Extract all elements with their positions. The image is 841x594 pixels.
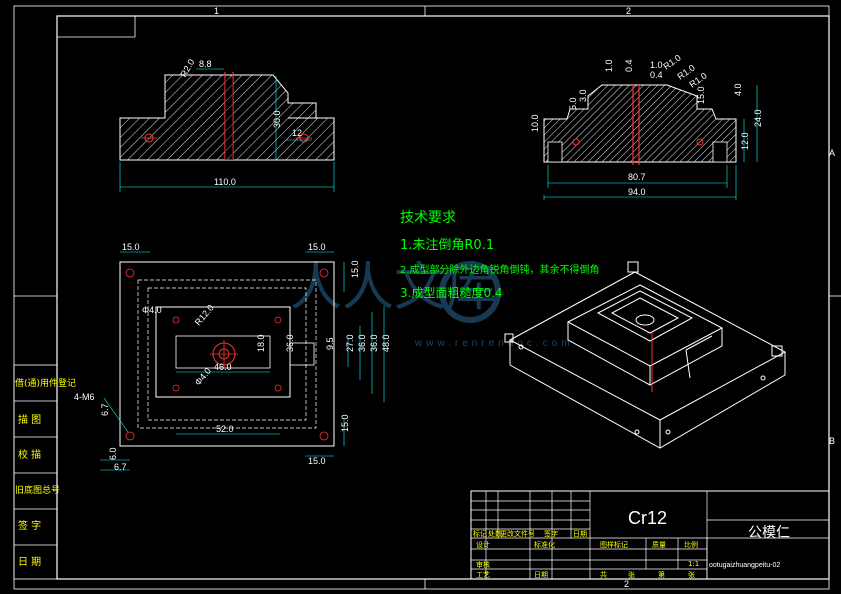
dim-36b: 36.0 (357, 334, 367, 352)
dim-18: 18.0 (256, 334, 266, 352)
meta-label-3: 比例 (684, 540, 698, 549)
tech-req-item-1: 1.未注倒角R0.1 (400, 238, 494, 253)
tech-req-title: 技术要求 (400, 210, 456, 226)
dim-3: 3.0 (578, 89, 588, 102)
row2-label-1: 设计 (476, 540, 490, 549)
watermark-logo: 人人文库 (290, 258, 498, 318)
row1-label-5: 日期 (573, 530, 587, 538)
sheets-label-2: 张 (628, 570, 635, 579)
row4-label-2: 日期 (534, 571, 548, 579)
meta-label-1: 图样标记 (600, 540, 628, 549)
dim-9-5: 9.5 (325, 337, 335, 350)
scale-value: 1:1 (688, 560, 699, 568)
dim-r1a: R1.0 (661, 53, 682, 72)
dim-phi4b: Φ4.0 (193, 366, 213, 388)
dim-36c: 36.0 (369, 334, 379, 352)
tech-requirements: 技术要求 1.未注倒角R0.1 2.成型部分除外边角锐角倒钝，其余不得倒角 3.… (400, 210, 600, 300)
dim-52: 52.0 (216, 424, 234, 434)
zone-label-right-b: B (829, 436, 835, 446)
row1-label-2: 处数 (488, 529, 502, 538)
dim-0-4a: 0.4 (624, 59, 634, 72)
dim-r12: R12.0 (193, 303, 216, 328)
title-block: Cr12 公模仁 ootugaizhuangpeitu-02 标记 处数 更改文… (470, 490, 830, 580)
dim-12: 12.0 (740, 132, 750, 150)
section-view-left: 110.0 8.8 R2.0 30.0 12 (119, 57, 335, 192)
part-name-label: 公模仁 (748, 525, 790, 541)
sidebar-label-4: 旧底图总号 (15, 484, 60, 496)
zone-label-top-2: 2 (626, 6, 631, 16)
dim-6-0: 6.0 (108, 447, 118, 460)
zone-label-right-a: A (829, 148, 835, 158)
sheets-label-4: 张 (688, 570, 695, 579)
watermark-url: www.renrendoc.com (414, 338, 574, 349)
sheets-label-3: 第 (658, 570, 665, 579)
drawing-number-label: ootugaizhuangpeitu-02 (709, 562, 780, 569)
drawing-border: 1 2 2 A B (13, 5, 841, 590)
tech-req-item-2: 2.成型部分除外边角锐角倒钝，其余不得倒角 (400, 263, 600, 276)
dim-80-7: 80.7 (628, 172, 646, 182)
dim-24: 24.0 (753, 109, 763, 127)
row1-label-1: 标记 (473, 529, 487, 538)
dim-46: 46.0 (214, 362, 232, 372)
dim-bottom-15: 15.0 (308, 456, 326, 466)
zone-label-bottom-2: 2 (624, 579, 629, 589)
sidebar-label-2: 描 图 (18, 413, 41, 426)
row1-label-4: 签字 (544, 529, 558, 538)
section-view-right: 80.7 94.0 12.0 24.0 10.0 5.0 3.0 15.0 4.… (530, 53, 763, 200)
plan-view: 15.0 15.0 15.0 Φ4.0 R12.0 Φ4.0 46.0 52.0… (74, 242, 391, 472)
left-sidebar: 借(通)用件登记 描 图 校 描 旧底图总号 签 字 日 期 (13, 364, 76, 580)
dim-top-15a: 15.0 (122, 242, 140, 252)
dim-width-110: 110.0 (214, 177, 236, 187)
dim-6-7a: 6.7 (100, 403, 110, 416)
row2-label-2: 标准化 (534, 540, 555, 549)
dim-4: 4.0 (733, 83, 743, 96)
dim-5: 5.0 (568, 97, 578, 110)
row3-label-1: 审核 (476, 560, 490, 569)
dim-1-0a: 1.0 (604, 59, 614, 72)
material-label: Cr12 (628, 508, 667, 528)
dim-36a: 36.0 (285, 334, 295, 352)
sheets-label-1: 共 (600, 570, 607, 579)
tech-req-item-3: 3.成型面粗糙度0.4 (400, 285, 503, 300)
dim-10: 10.0 (530, 114, 540, 132)
sidebar-label-1: 借(通)用件登记 (15, 377, 76, 389)
dim-0-4b: 0.4 (650, 70, 663, 80)
sidebar-label-6: 日 期 (18, 556, 41, 568)
isometric-view (504, 261, 787, 449)
dim-phi4: Φ4.0 (142, 305, 162, 315)
dim-94: 94.0 (628, 187, 646, 197)
dim-15: 15.0 (696, 86, 706, 104)
row1-label-3: 更改文件号 (500, 529, 535, 538)
dim-top-15b: 15.0 (308, 242, 326, 252)
sidebar-label-3: 校 描 (18, 448, 41, 461)
dim-8-8: 8.8 (199, 59, 212, 69)
row4-label-1: 工艺 (476, 571, 490, 579)
dim-thread-m6: 4-M6 (74, 392, 95, 402)
dim-12: 12 (292, 128, 302, 138)
dim-1-0b: 1.0 (650, 60, 663, 70)
meta-label-2: 质量 (652, 540, 666, 549)
dim-side-15b: 15.0 (340, 414, 350, 432)
zone-label-top-1: 1 (214, 6, 219, 16)
dim-30: 30.0 (272, 110, 282, 128)
sidebar-label-5: 签 字 (18, 519, 41, 532)
dim-27: 27.0 (345, 334, 355, 352)
dim-6-7b: 6.7 (114, 462, 127, 472)
dim-side-15a: 15.0 (350, 260, 360, 278)
watermark: 人人文库 www.renrendoc.com (290, 258, 574, 349)
dim-48: 48.0 (381, 334, 391, 352)
